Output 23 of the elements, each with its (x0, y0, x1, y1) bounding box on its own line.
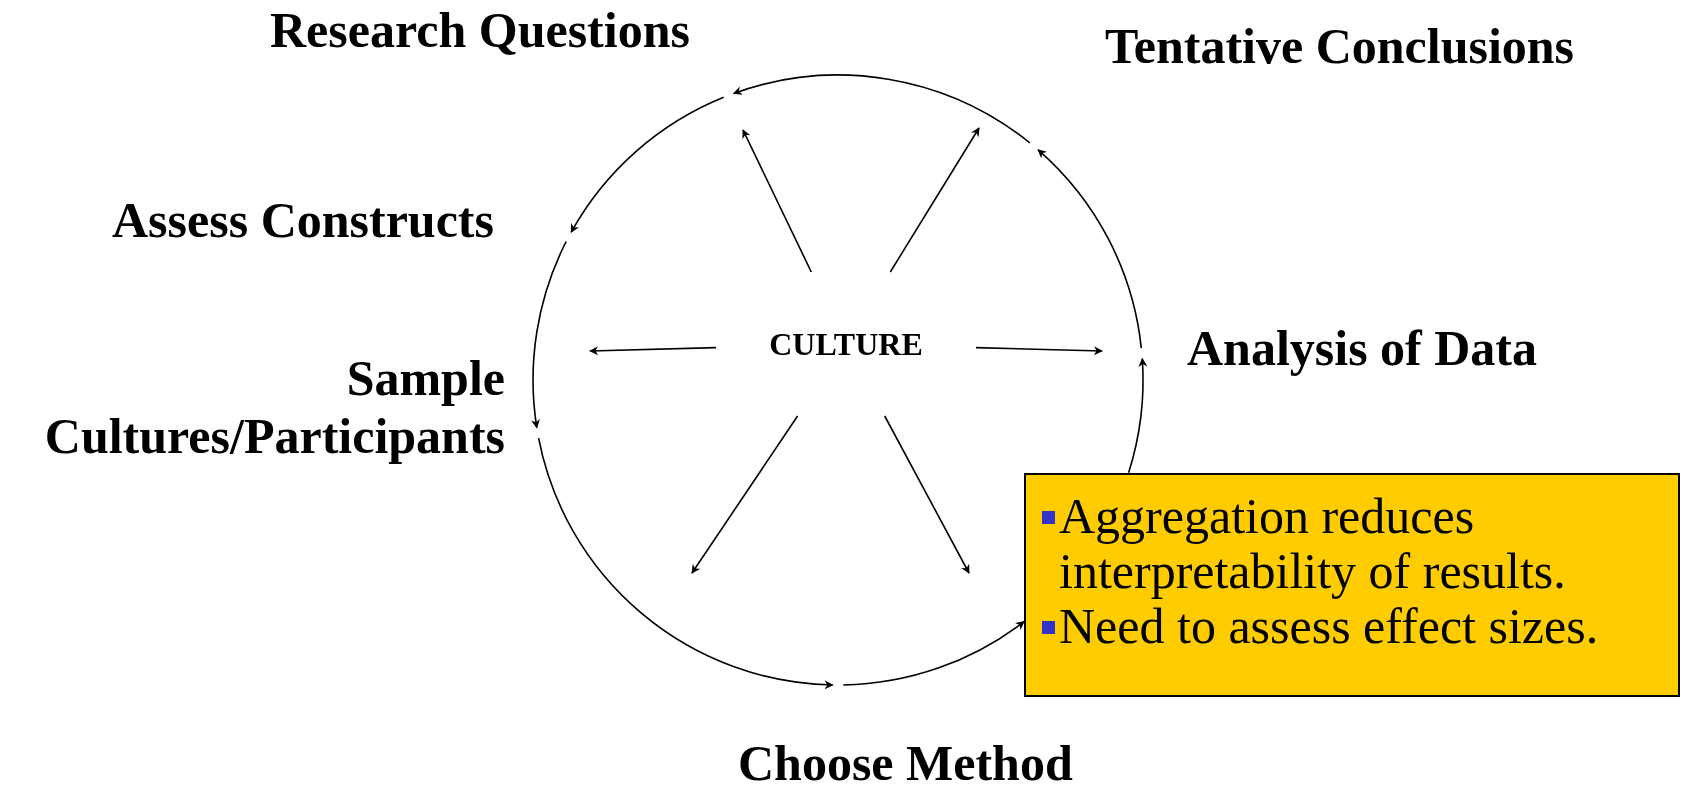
note-box (1024, 473, 1680, 697)
arrow (732, 74, 1031, 144)
arrow (537, 437, 834, 689)
stage-label: Tentative Conclusions (1105, 18, 1575, 76)
stage-label: Choose Method (738, 735, 1073, 785)
stage-label: Assess Constructs (112, 192, 494, 250)
arrow (1037, 149, 1143, 349)
arrow (883, 415, 970, 574)
arrow (570, 96, 725, 233)
stage-label: Research Questions (270, 2, 690, 60)
stage-label: Sample Cultures/Participants (0, 350, 505, 465)
stage-label: Analysis of Data (1187, 320, 1538, 378)
arrow (975, 346, 1103, 356)
arrow (691, 415, 799, 574)
arrow (589, 346, 717, 356)
note-text: Aggregation reduces interpretability of results. (1059, 489, 1567, 599)
arrow (889, 127, 980, 273)
arrow (842, 620, 1025, 686)
center-label: CULTURE (716, 272, 976, 416)
arrow (531, 240, 567, 429)
arrow (742, 129, 813, 273)
note-text: Need to assess effect sizes. (1059, 599, 1599, 654)
arrow (1127, 357, 1147, 474)
